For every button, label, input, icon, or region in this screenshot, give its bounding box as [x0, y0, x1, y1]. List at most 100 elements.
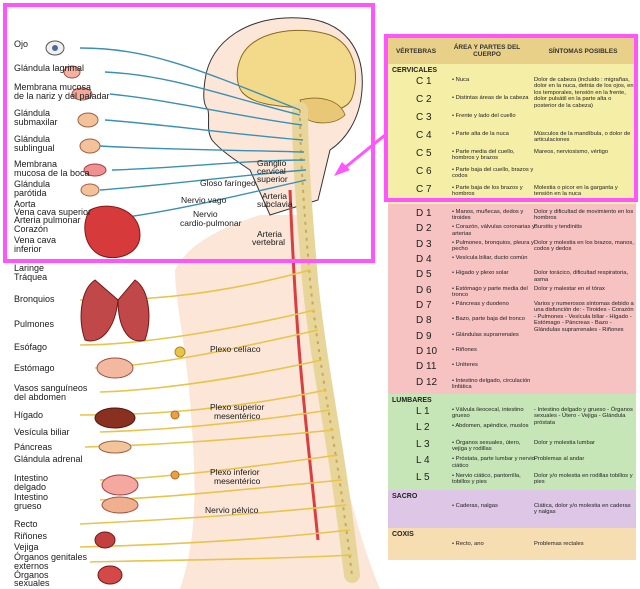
brain: [236, 29, 357, 111]
area-text: • Hígado y plexo solar: [452, 270, 509, 277]
organ-label: Glándula lagrimal: [14, 63, 85, 73]
area-text: • Manos, muñecas, dedos y tiroides: [452, 209, 524, 222]
organ-label: Esófago: [14, 342, 48, 352]
symptom-text: Dolor de cabeza (incluido : migrañas, do…: [534, 77, 634, 109]
intestino-delgado-organ: [101, 474, 139, 496]
area-text: • Estómago y parte media del tronco: [452, 285, 528, 299]
organos-sexuales-organ: [97, 565, 123, 585]
table-section: SACRO • Caderas, nalgas Ciática, dolor y/o…: [388, 490, 636, 528]
nerve-label: cardio-pulmonar: [180, 218, 242, 228]
organ-label: Intestino: [14, 492, 49, 502]
table-row: D 2• Corazón, válvulas coronarias y arte…: [388, 223, 636, 238]
nerve-label: Plexo superior: [210, 402, 265, 412]
organ-label: Arteria pulmonar: [14, 215, 81, 225]
table-row: D 12• Intestino delgado, circulación lin…: [388, 377, 636, 392]
vertebra-label: D 1: [416, 208, 432, 219]
pancreas-organ: [98, 440, 132, 454]
plexo-superior-node: [170, 410, 180, 420]
table-row: C 7 • Parte baja de los brazos y hombros M…: [388, 184, 636, 202]
vertebrae: [299, 109, 353, 576]
table-row: L 1• Válvula ileocecal, intestino grueso…: [388, 406, 636, 426]
nerve-label: mesentérico: [214, 476, 261, 486]
area-text: • Corazón, válvulas coronarias y arteria…: [452, 224, 535, 237]
nerve-label: Nervio vago: [181, 195, 227, 205]
header-sintomas: SÍNTOMAS POSIBLES: [548, 47, 618, 55]
glandula-parotida-organ: [80, 183, 100, 197]
organ-label: Membrana mucosa: [14, 82, 92, 92]
glandula-lagrimal-organ: [63, 65, 81, 79]
organ-label: Membrana: [14, 159, 58, 169]
organ-label: Vasos sanguíneos: [14, 383, 88, 393]
nerve-label: Nervio pélvico: [205, 505, 259, 515]
organ-label: Glándula: [14, 179, 51, 189]
symptom-text: Mareos, nerviosismo, vértigo: [534, 149, 609, 155]
area-text: • Glándulas suprarrenales: [452, 331, 519, 338]
nerve-label: Plexo inferior: [210, 467, 260, 477]
vertebra-label: C 7: [416, 184, 432, 195]
organ-label: Corazón: [14, 224, 49, 234]
pulmon-derecho: [117, 279, 150, 342]
torso-silhouette: [175, 215, 380, 589]
organ-label: Vena cava superior: [14, 207, 92, 217]
nerve-label: superior: [257, 174, 288, 184]
nerve-label: Ganglio: [257, 158, 287, 168]
area-text: • Caderas, nalgas: [452, 503, 498, 509]
area-text: • Vesícula biliar, ducto común: [452, 255, 528, 261]
organ-label: Recto: [14, 519, 38, 529]
symptom-text: - Intestino delgado y grueso - Órganos s…: [534, 407, 633, 426]
table-row: L 3• Órganos sexuales, útero, vejiga y r…: [388, 439, 636, 455]
organ-label: Aorta: [14, 199, 36, 209]
table-row: C 5• Parte media del cuello, hombros y b…: [388, 148, 636, 166]
organ-label: sexuales: [14, 578, 50, 588]
nerve-label: Nervio: [193, 209, 218, 219]
area-text: • Páncreas y duodeno: [452, 301, 509, 307]
vertebra-label: D 7: [416, 300, 432, 311]
vertebra-label: C 3: [416, 112, 432, 123]
area-text: • Parte media del cuello, hombros y braz…: [452, 149, 515, 162]
organ-label: Vejiga: [14, 542, 39, 552]
vertebra-label: L 4: [416, 455, 430, 467]
higado-organ: [94, 407, 136, 429]
vertebra-label: D 12: [416, 376, 438, 388]
nerve-label: mesentérico: [214, 411, 261, 421]
area-text: • Uréteres: [452, 362, 478, 369]
table-row: L 5• Nervio ciático, pantorrilla, tobill…: [388, 472, 636, 488]
section-title: SACRO: [392, 493, 418, 500]
organ-label: externos: [14, 561, 49, 571]
table-row: • Caderas, nalgas Ciática, dolor y/o mole…: [388, 502, 636, 526]
organ-label: Vesícula biliar: [14, 427, 70, 437]
area-text: • Válvula ileocecal, intestino grueso: [452, 407, 524, 420]
table-row: D 8• Bazo, parte baja del tronco: [388, 315, 636, 330]
area-text: • Recto, ano: [452, 541, 484, 547]
area-text: • Riñones: [452, 347, 477, 353]
organ-label: inferior: [14, 244, 42, 254]
vertebra-label: C 4: [416, 130, 432, 141]
symptom-text: Ciática, dolor y/o molestia en caderas y…: [534, 503, 631, 516]
table-row: D 3 • Pulmones, bronquios, pleura y pecho…: [388, 239, 636, 254]
upper-nerves: [79, 47, 307, 219]
organ-label: de la nariz y del paladar: [14, 91, 110, 101]
organ-label: Páncreas: [14, 442, 53, 452]
vertebra-label: D 11: [416, 361, 437, 373]
vertebra-label: L 2: [416, 422, 430, 434]
vertebra-label: D 5: [416, 269, 432, 281]
organ-label: submaxilar: [14, 117, 58, 127]
area-text: • Pulmones, bronquios, pleura y pecho: [452, 239, 534, 253]
organ-label: grueso: [14, 501, 42, 511]
vertebra-label: C 1: [416, 76, 432, 87]
table-row: C 6• Parte baja del cuello, brazos y cod…: [388, 166, 636, 184]
symptom-text: Dolor y molestia en los brazos, manos, c…: [534, 239, 634, 253]
vertebra-label: L 5: [416, 471, 430, 483]
symptom-text: Molestia o picor en la garganta y tensió…: [534, 185, 618, 198]
organ-label: del abdomen: [14, 392, 67, 402]
area-text: • Parte baja de los brazos y hombros: [452, 185, 523, 198]
area-text: • Parte alta de la nuca: [452, 131, 509, 137]
vertebra-label: D 3: [416, 238, 432, 250]
symptom-text: Dolor y malestar en el tórax: [534, 285, 605, 292]
